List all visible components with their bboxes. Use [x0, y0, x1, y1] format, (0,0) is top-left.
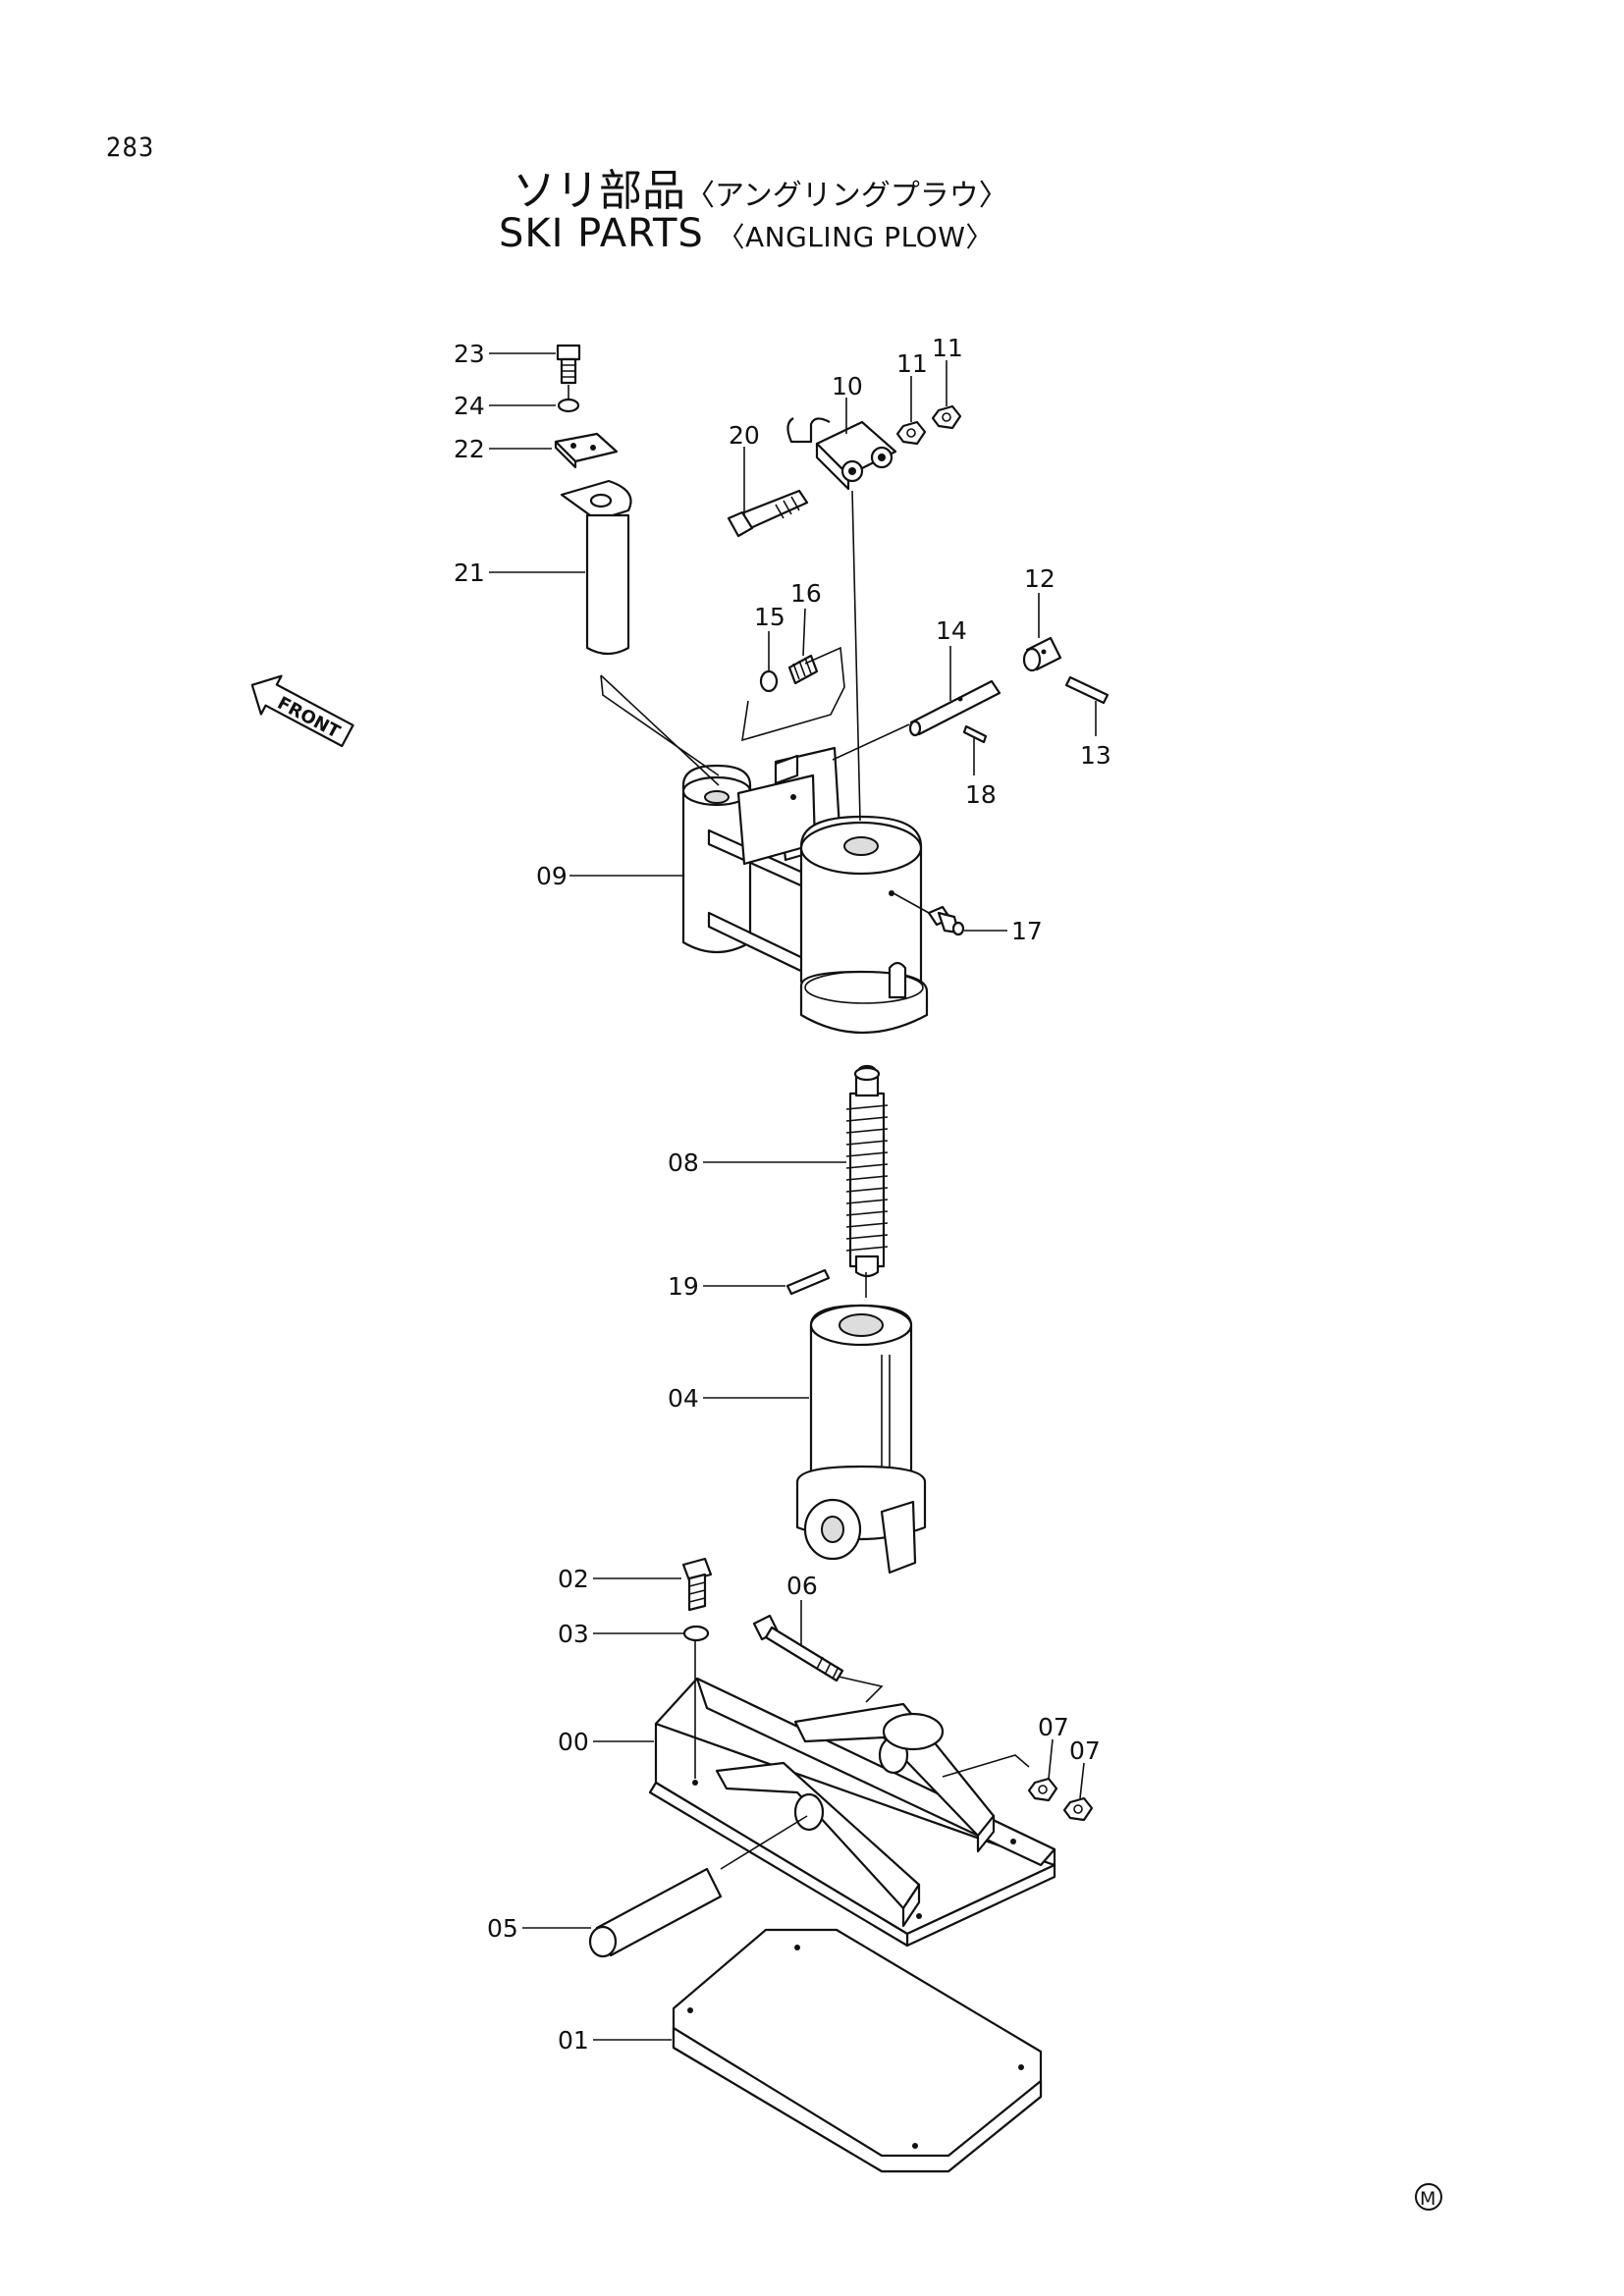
- bolt-02-icon: [681, 1557, 713, 1612]
- callout-07b: 07: [1069, 1736, 1101, 1765]
- ski-base-00-icon: [648, 1677, 1056, 1948]
- callout-16: 16: [790, 579, 822, 608]
- callout-21: 21: [454, 559, 485, 587]
- plate-22-icon: [554, 432, 619, 469]
- callout-04: 04: [668, 1384, 699, 1413]
- callout-13: 13: [1080, 741, 1111, 770]
- title-japanese-main: ソリ部品: [513, 166, 685, 216]
- callout-23: 23: [454, 340, 485, 368]
- callout-05: 05: [487, 1914, 518, 1943]
- callout-19: 19: [668, 1272, 699, 1301]
- pin-21-icon: [560, 479, 632, 656]
- housing-09-icon: [681, 746, 929, 1035]
- callout-22: 22: [454, 435, 485, 463]
- page-title-english: SKI PARTS 〈ANGLING PLOW〉: [499, 211, 994, 256]
- front-arrow-icon: FRONT: [250, 674, 354, 748]
- screw-shaft-08-icon: [845, 1064, 889, 1278]
- callout-09: 09: [536, 862, 568, 890]
- nut-07a-icon: [1027, 1777, 1058, 1802]
- collar-12-icon: [1022, 636, 1062, 672]
- pin-05-icon: [588, 1867, 723, 1958]
- page-number: 283: [106, 133, 155, 163]
- nut-07b-icon: [1062, 1796, 1094, 1822]
- column-04-icon: [795, 1304, 927, 1575]
- callout-03: 03: [558, 1620, 589, 1648]
- callout-15: 15: [754, 603, 785, 631]
- bolt-20-icon: [727, 489, 809, 538]
- washer-15-icon: [759, 669, 779, 693]
- callout-17: 17: [1011, 917, 1043, 945]
- title-english-main: SKI PARTS: [499, 211, 704, 256]
- callout-01: 01: [558, 2026, 589, 2055]
- page-title-japanese: ソリ部品〈アングリングプラウ〉: [513, 155, 1008, 218]
- bolt-06-icon: [752, 1614, 844, 1682]
- key-18-icon: [962, 724, 988, 744]
- pin-13-icon: [1064, 675, 1110, 705]
- spring-16-icon: [787, 654, 819, 685]
- title-japanese-subtitle: 〈アングリングプラウ〉: [685, 179, 1008, 213]
- callout-11a: 11: [896, 349, 928, 378]
- callout-06: 06: [786, 1572, 818, 1600]
- callout-20: 20: [729, 421, 760, 450]
- bolt-23-icon: [556, 344, 581, 385]
- washer-03-icon: [682, 1625, 710, 1642]
- nut-11b-icon: [931, 404, 962, 430]
- pin-19-icon: [785, 1268, 831, 1296]
- clevis-10-icon: [786, 417, 897, 491]
- callout-02: 02: [558, 1565, 589, 1593]
- callout-12: 12: [1024, 564, 1056, 593]
- plate-01-icon: [672, 1928, 1043, 2173]
- callout-10: 10: [832, 372, 863, 400]
- callout-08: 08: [668, 1148, 699, 1177]
- mark-letter: M: [1420, 2188, 1435, 2210]
- callout-18: 18: [965, 780, 997, 809]
- callout-14: 14: [936, 616, 967, 645]
- circled-m-mark: M: [1415, 2183, 1442, 2211]
- washer-24-icon: [557, 398, 580, 413]
- callout-24: 24: [454, 392, 485, 420]
- callout-00: 00: [558, 1728, 589, 1756]
- grease-nipple-17-icon: [927, 905, 965, 936]
- title-english-subtitle: 〈ANGLING PLOW〉: [717, 221, 994, 253]
- pin-14-icon: [908, 679, 1001, 737]
- nut-11a-icon: [895, 420, 927, 446]
- callout-11b: 11: [932, 334, 963, 362]
- callout-07a: 07: [1038, 1713, 1069, 1741]
